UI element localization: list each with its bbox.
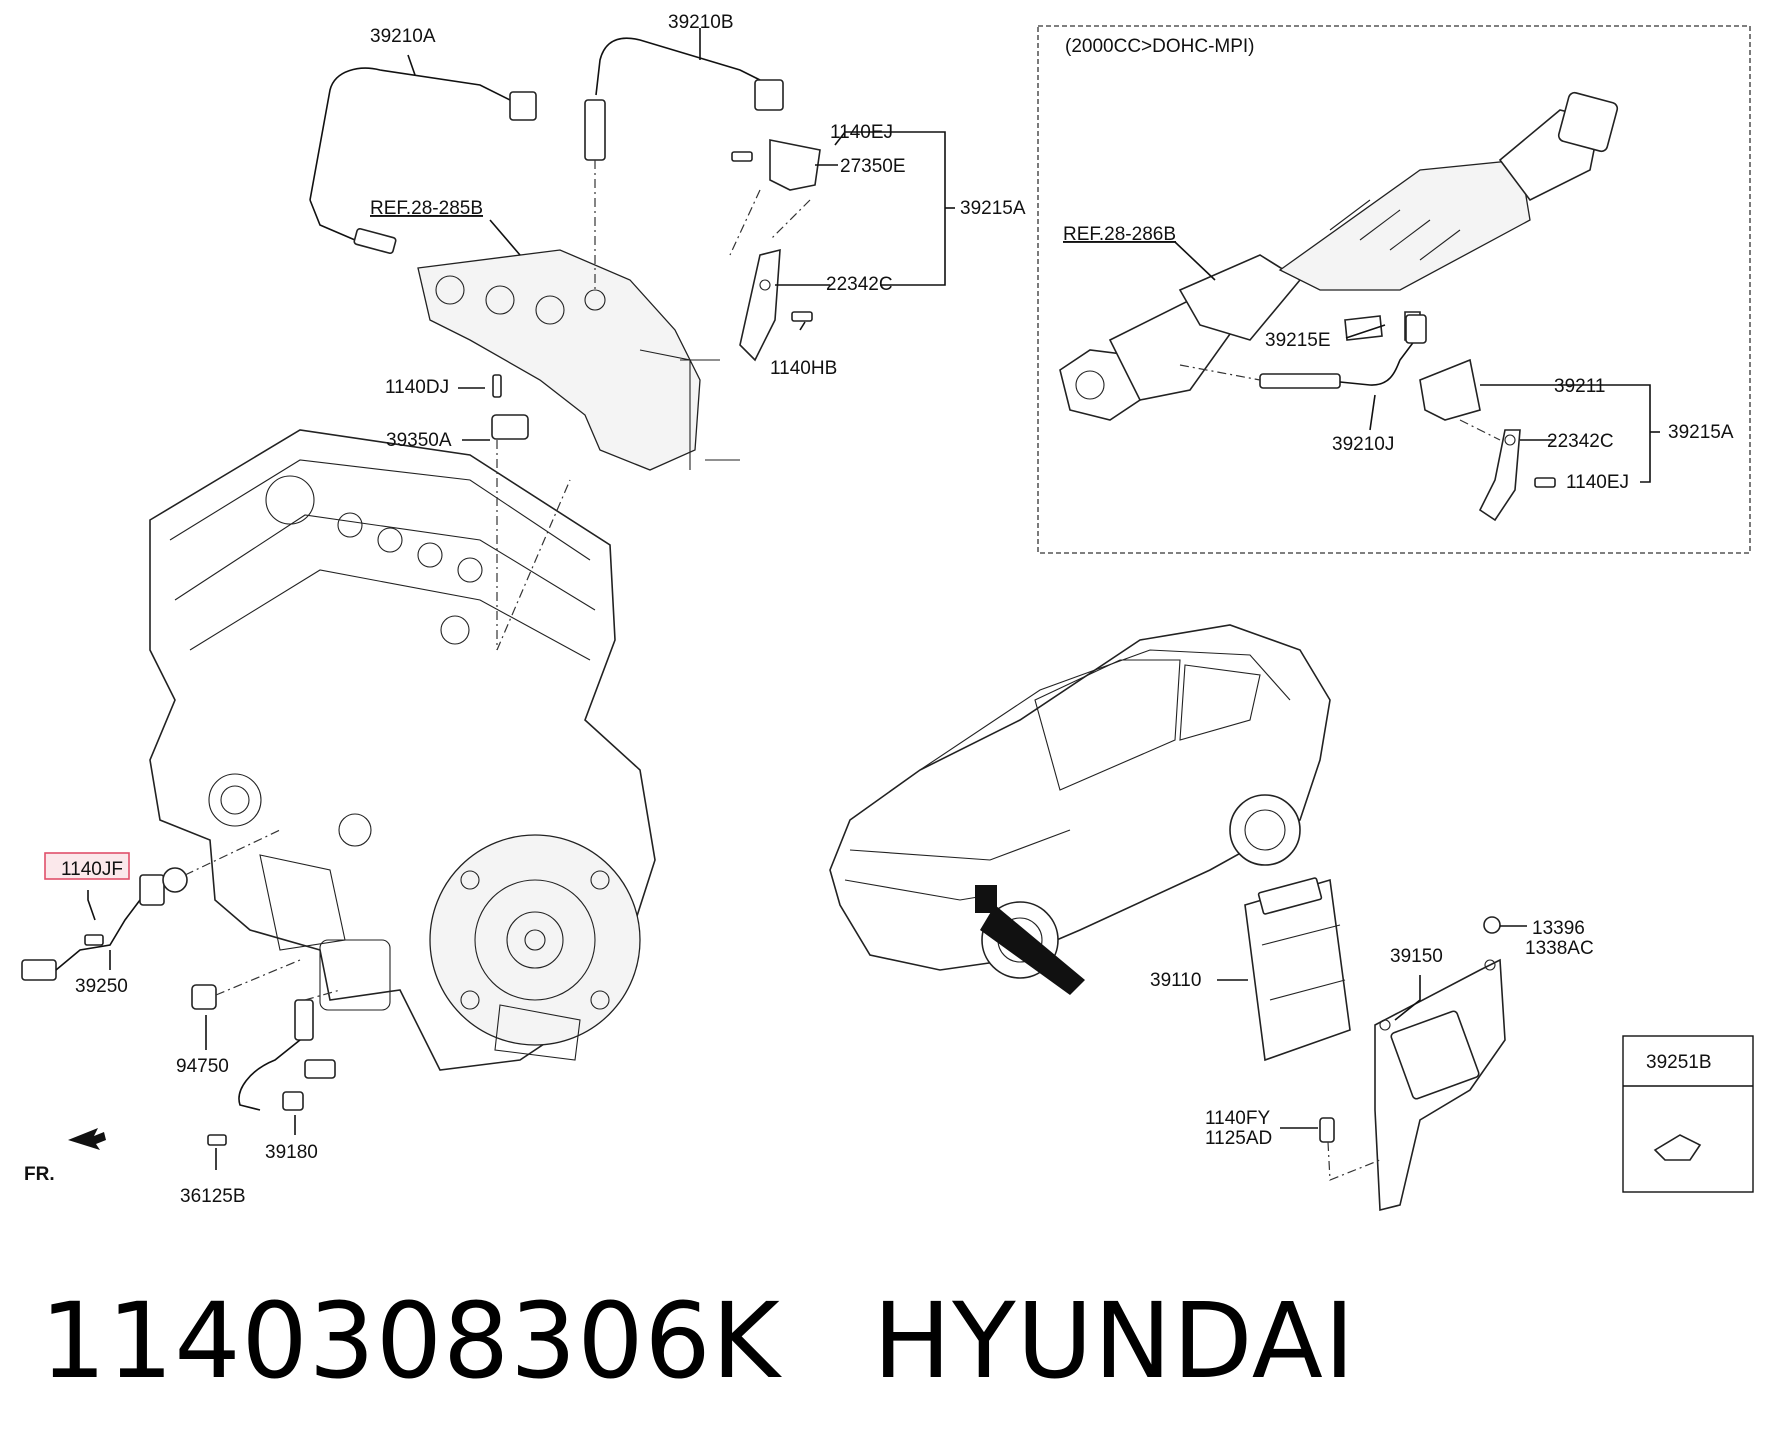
label-94750: 94750 xyxy=(176,1056,229,1077)
label-1338AC: 1338AC xyxy=(1525,938,1594,959)
label-1140EJ-inset: 1140EJ xyxy=(1566,472,1629,493)
label-39215A-inset: 39215A xyxy=(1668,422,1734,443)
label-39210B: 39210B xyxy=(668,12,734,33)
exhaust-manifold xyxy=(417,249,740,471)
part-number: 1140308306K xyxy=(40,1280,781,1402)
inset-title: (2000CC>DOHC-MPI) xyxy=(1065,36,1255,57)
knock-sensor-94750 xyxy=(191,959,301,1010)
label-1140EJ-top: 1140EJ xyxy=(830,122,893,143)
label-1140HB: 1140HB xyxy=(770,358,837,379)
label-22342C-inset: 22342C xyxy=(1547,431,1614,452)
label-39150: 39150 xyxy=(1390,946,1443,967)
vehicle-illustration xyxy=(829,624,1331,995)
brand-name: HYUNDAI xyxy=(872,1280,1356,1402)
label-ref-286B: REF.28-286B xyxy=(1063,224,1176,245)
front-arrow-icon xyxy=(68,1128,106,1150)
cam-sensor-39180 xyxy=(207,989,341,1146)
highlight-box-1140JF xyxy=(44,852,130,880)
label-39350A: 39350A xyxy=(386,430,452,451)
oxygen-sensor-39210J xyxy=(1179,314,1427,389)
part-labels: 39210A 39210B 1140EJ 27350E 39215A 22342… xyxy=(24,12,1734,1207)
label-1140JF: 1140JF xyxy=(61,859,123,880)
crank-sensor-39250 xyxy=(21,829,281,981)
label-39251B: 39251B xyxy=(1646,1052,1712,1073)
inset-box xyxy=(1037,25,1751,554)
oxygen-sensor-39210B xyxy=(584,37,784,290)
label-39215E: 39215E xyxy=(1265,330,1331,351)
label-39180: 39180 xyxy=(265,1142,318,1163)
ecu-bracket-39150 xyxy=(1319,916,1506,1212)
label-39211: 39211 xyxy=(1554,376,1605,397)
engine-assembly xyxy=(149,429,656,1071)
label-1140DJ: 1140DJ xyxy=(385,377,449,398)
label-1125AD: 1125AD xyxy=(1205,1128,1272,1149)
label-27350E: 27350E xyxy=(840,156,906,177)
label-ref-285B: REF.28-285B xyxy=(370,198,483,219)
bracket-39215A-main xyxy=(729,139,821,362)
label-36125B: 36125B xyxy=(180,1186,246,1207)
label-39210J: 39210J xyxy=(1332,434,1394,455)
leader-lines xyxy=(87,28,1660,1170)
label-39250: 39250 xyxy=(75,976,128,997)
label-39110: 39110 xyxy=(1150,970,1201,991)
label-13396: 13396 xyxy=(1532,918,1585,939)
map-sensor-39350A xyxy=(491,374,571,651)
bracket-39215A-inset xyxy=(1419,358,1556,522)
label-22342C-top: 22342C xyxy=(826,274,893,295)
label-fr: FR. xyxy=(24,1164,55,1185)
box-39251B xyxy=(1622,1035,1754,1193)
oxygen-sensor-39210A xyxy=(309,67,537,255)
catalytic-converter xyxy=(1059,91,1619,421)
label-39215A-top: 39215A xyxy=(960,198,1026,219)
ecu-39110 xyxy=(1244,877,1351,1062)
footer-caption: 1140308306K HYUNDAI xyxy=(40,1280,1356,1402)
label-39210A: 39210A xyxy=(370,26,436,47)
label-1140FY: 1140FY xyxy=(1205,1108,1270,1129)
